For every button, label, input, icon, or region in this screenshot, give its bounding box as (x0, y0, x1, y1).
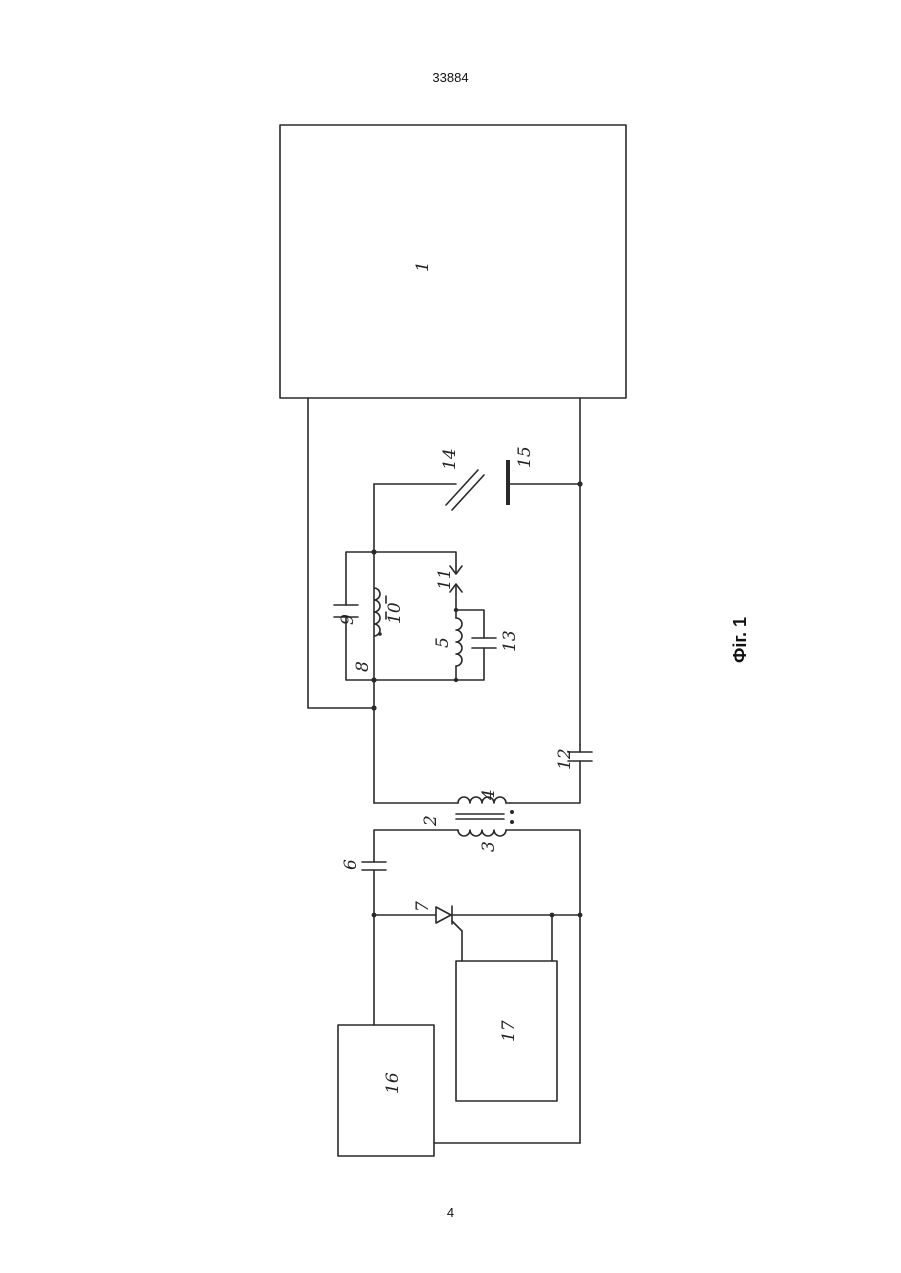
label-2: 2 (421, 815, 441, 827)
label-10: 10 (385, 602, 405, 624)
label-14: 14 (440, 448, 460, 470)
thyristor-7-gate (452, 921, 462, 961)
label-9: 9 (338, 614, 358, 625)
winding-dot (510, 820, 514, 824)
junction-dot (454, 678, 458, 682)
label-4: 4 (479, 789, 499, 801)
label-3: 3 (479, 841, 499, 852)
label-5: 5 (433, 637, 453, 648)
wire-primary-left (374, 830, 458, 862)
junction-dot (577, 481, 582, 486)
label-7: 7 (413, 901, 433, 912)
label-11: 11 (435, 568, 455, 590)
inductor-10 (374, 588, 380, 636)
label-1: 1 (413, 261, 433, 272)
label-15: 15 (515, 446, 535, 468)
transformer-winding-3 (458, 830, 506, 836)
winding-dot (378, 632, 382, 636)
label-16: 16 (383, 1072, 403, 1094)
label-8: 8 (353, 661, 373, 672)
wire-cap-9-top (346, 552, 374, 605)
block-1 (280, 125, 626, 398)
thyristor-7 (436, 907, 451, 923)
label-12: 12 (555, 748, 575, 770)
inductor-5 (456, 618, 462, 666)
label-6: 6 (341, 859, 361, 870)
wire-cap-13-top (456, 610, 484, 638)
junction-dot (371, 705, 376, 710)
label-13: 13 (500, 630, 520, 652)
junction-dot (578, 913, 583, 918)
label-17: 17 (499, 1020, 519, 1042)
figure-caption: Фіг. 1 (720, 600, 760, 680)
winding-dot (510, 810, 514, 814)
page-number: 4 (0, 1205, 901, 1220)
wire-primary-right (506, 830, 580, 1143)
